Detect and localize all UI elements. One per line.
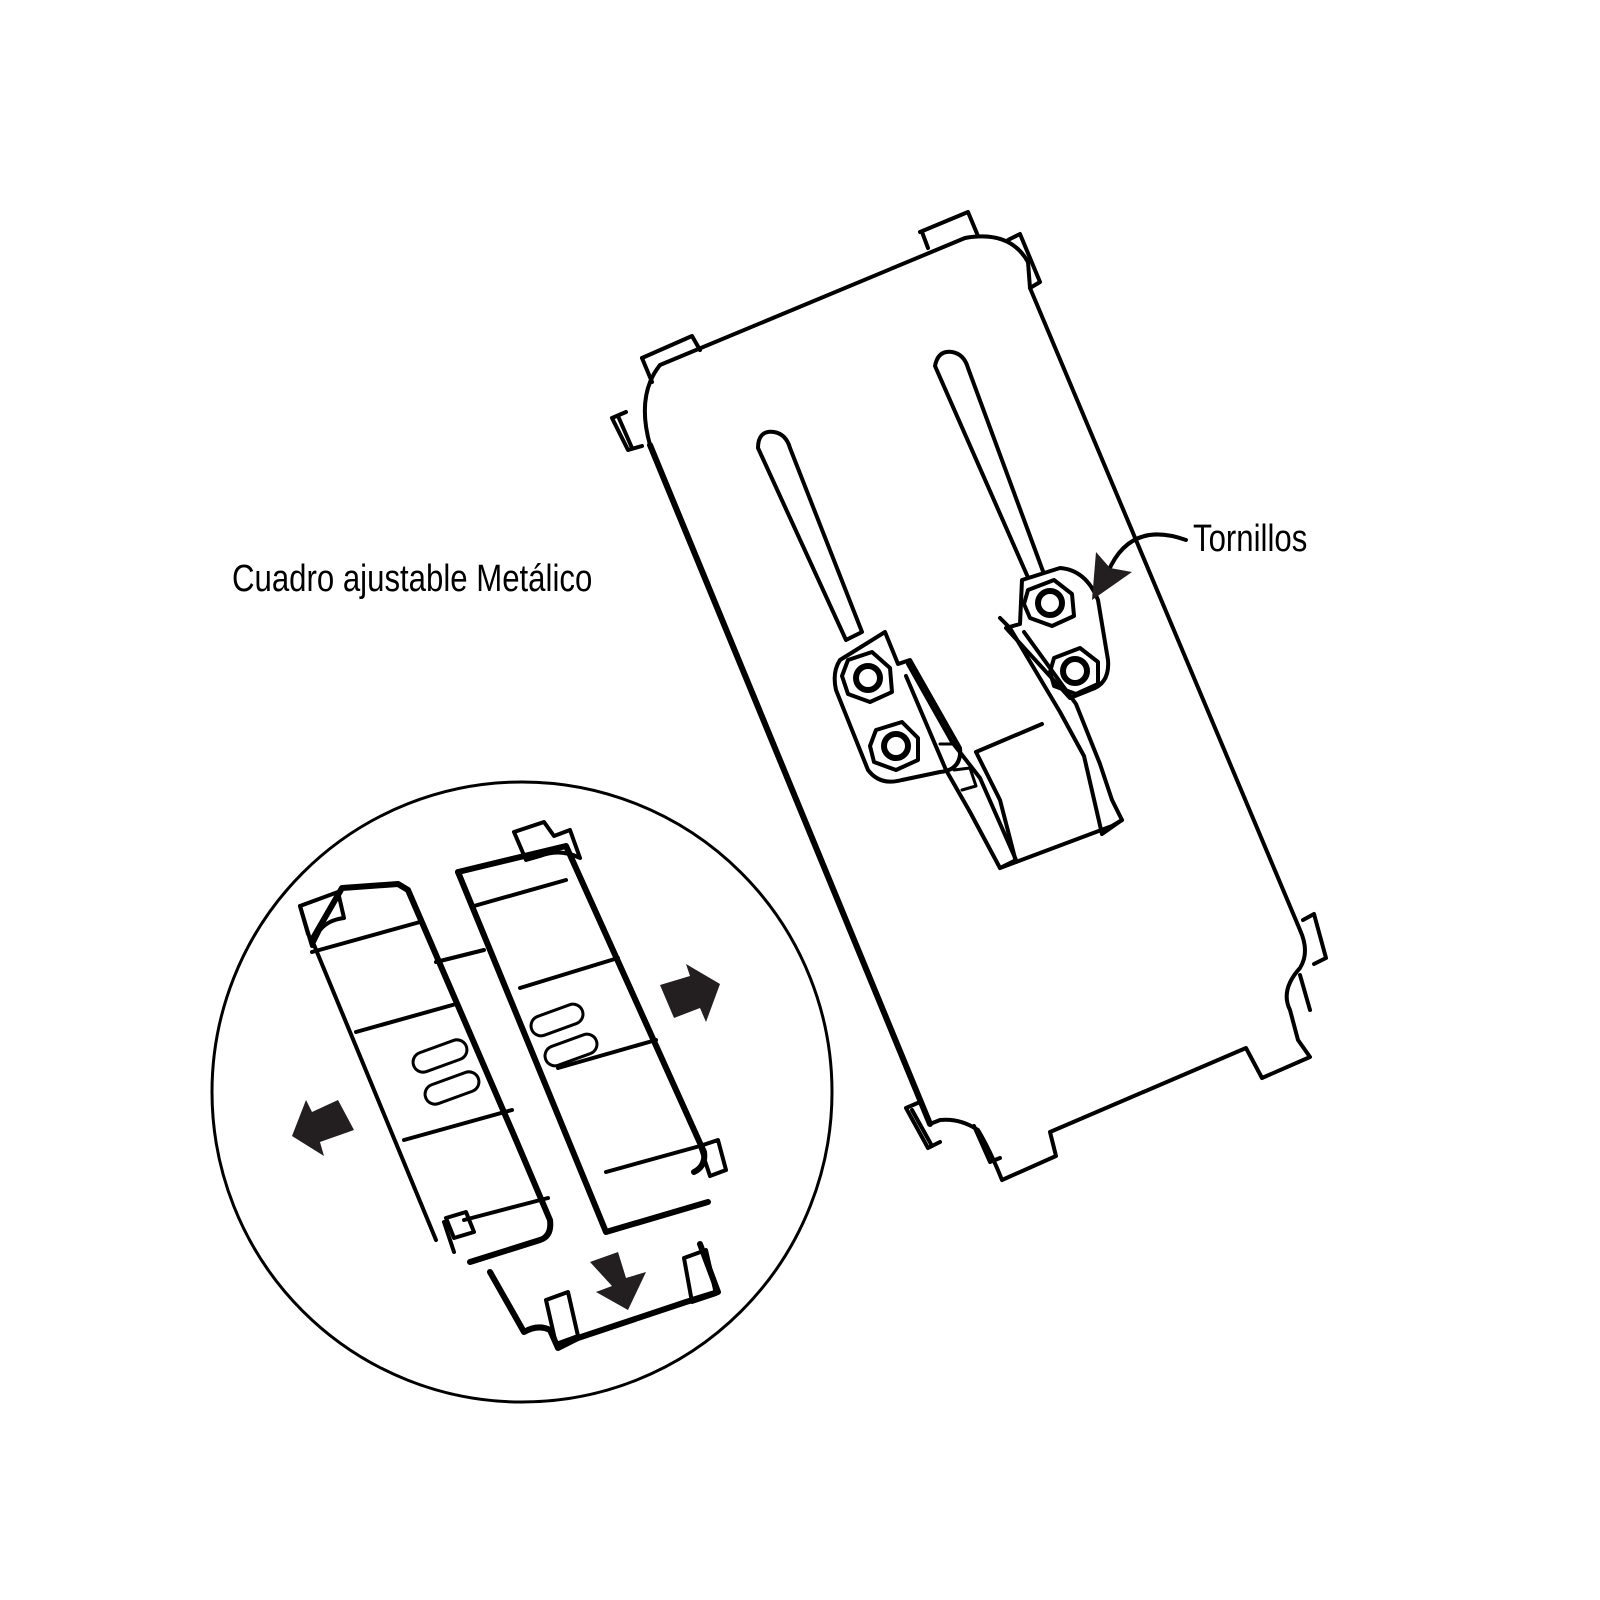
left-bracket-nut-bottom [868,720,920,772]
arrow-right-icon [660,964,720,1022]
detail-circle [210,780,834,1404]
arrow-left-icon [292,1100,354,1156]
detail-left-bracket [298,881,554,1265]
main-label: Cuadro ajustable Metálico [232,558,593,600]
arrow-down-icon [590,1252,646,1310]
plate-slots [756,349,1046,642]
metal-plate [610,210,1328,1182]
detail-base-plate [487,1241,721,1351]
screws-label: Tornillos [1193,518,1308,560]
screws-pointer-arrow [1092,532,1188,600]
left-bracket [832,630,1018,870]
left-bracket-nut-top [840,650,894,704]
right-bracket-nut-bottom [1048,646,1100,696]
detail-right-bracket [434,820,728,1235]
right-bracket-nut-top [1022,578,1076,628]
